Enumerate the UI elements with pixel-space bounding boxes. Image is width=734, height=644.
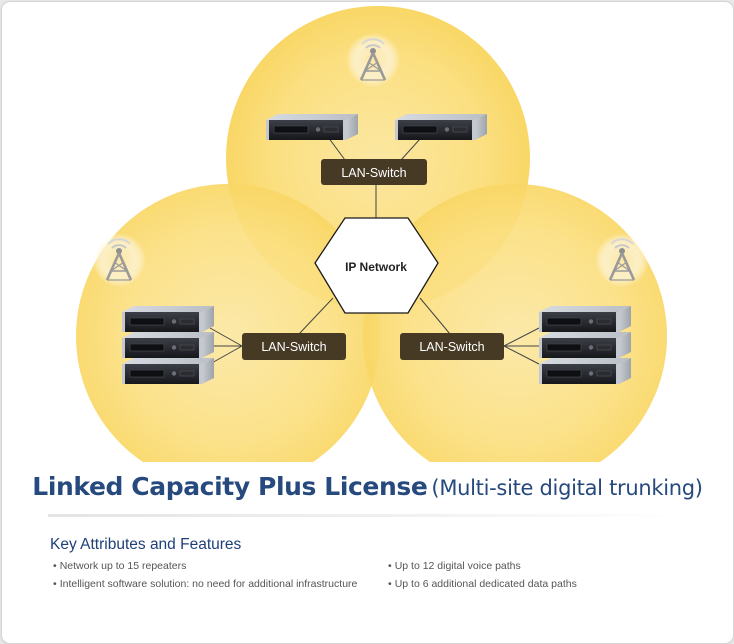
bullet-icon: • bbox=[53, 578, 57, 590]
feature-text: Up to 12 digital voice paths bbox=[394, 560, 521, 572]
bullet-icon: • bbox=[388, 560, 392, 572]
feature-list-left: •Network up to 15 repeaters •Intelligent… bbox=[53, 557, 357, 593]
list-item: •Up to 6 additional dedicated data paths bbox=[388, 575, 577, 593]
lan-switch-right: LAN-Switch bbox=[400, 333, 504, 360]
feature-text: Up to 6 additional dedicated data paths bbox=[394, 578, 577, 590]
feature-text: Network up to 15 repeaters bbox=[59, 560, 187, 572]
list-item: •Intelligent software solution: no need … bbox=[53, 575, 357, 593]
feature-text: Intelligent software solution: no need f… bbox=[59, 578, 358, 590]
list-item: •Up to 12 digital voice paths bbox=[388, 557, 577, 575]
feature-list-right: •Up to 12 digital voice paths •Up to 6 a… bbox=[388, 557, 577, 593]
repeater-top-left bbox=[265, 113, 359, 141]
antenna-tower-right-icon bbox=[593, 231, 651, 289]
antenna-tower-left-icon bbox=[90, 231, 148, 289]
bullet-icon: • bbox=[53, 560, 57, 572]
bullet-icon: • bbox=[388, 578, 392, 590]
ip-network-node: IP Network bbox=[314, 217, 439, 314]
page-subtitle: (Multi-site digital trunking) bbox=[431, 476, 703, 500]
lan-switch-label: LAN-Switch bbox=[419, 340, 484, 354]
repeater-stack-right bbox=[538, 305, 632, 385]
lan-switch-label: LAN-Switch bbox=[341, 166, 406, 180]
lan-switch-top: LAN-Switch bbox=[321, 159, 427, 185]
antenna-tower-top-icon bbox=[344, 31, 402, 89]
coverage-zone-right bbox=[363, 184, 667, 462]
network-diagram: IP Network LAN-Switch LAN-Switch LAN-Swi… bbox=[76, 6, 667, 462]
ip-network-label: IP Network bbox=[345, 260, 407, 274]
title-divider bbox=[48, 514, 688, 517]
coverage-zone-left bbox=[76, 184, 380, 462]
repeater-top-right bbox=[394, 113, 488, 141]
features-heading: Key Attributes and Features bbox=[50, 536, 242, 553]
list-item: •Network up to 15 repeaters bbox=[53, 557, 357, 575]
lan-switch-label: LAN-Switch bbox=[261, 340, 326, 354]
lan-switch-left: LAN-Switch bbox=[242, 333, 346, 360]
repeater-stack-left bbox=[121, 305, 215, 385]
page-title: Linked Capacity Plus License bbox=[32, 472, 428, 501]
title-row: Linked Capacity Plus License(Multi-site … bbox=[2, 472, 733, 501]
